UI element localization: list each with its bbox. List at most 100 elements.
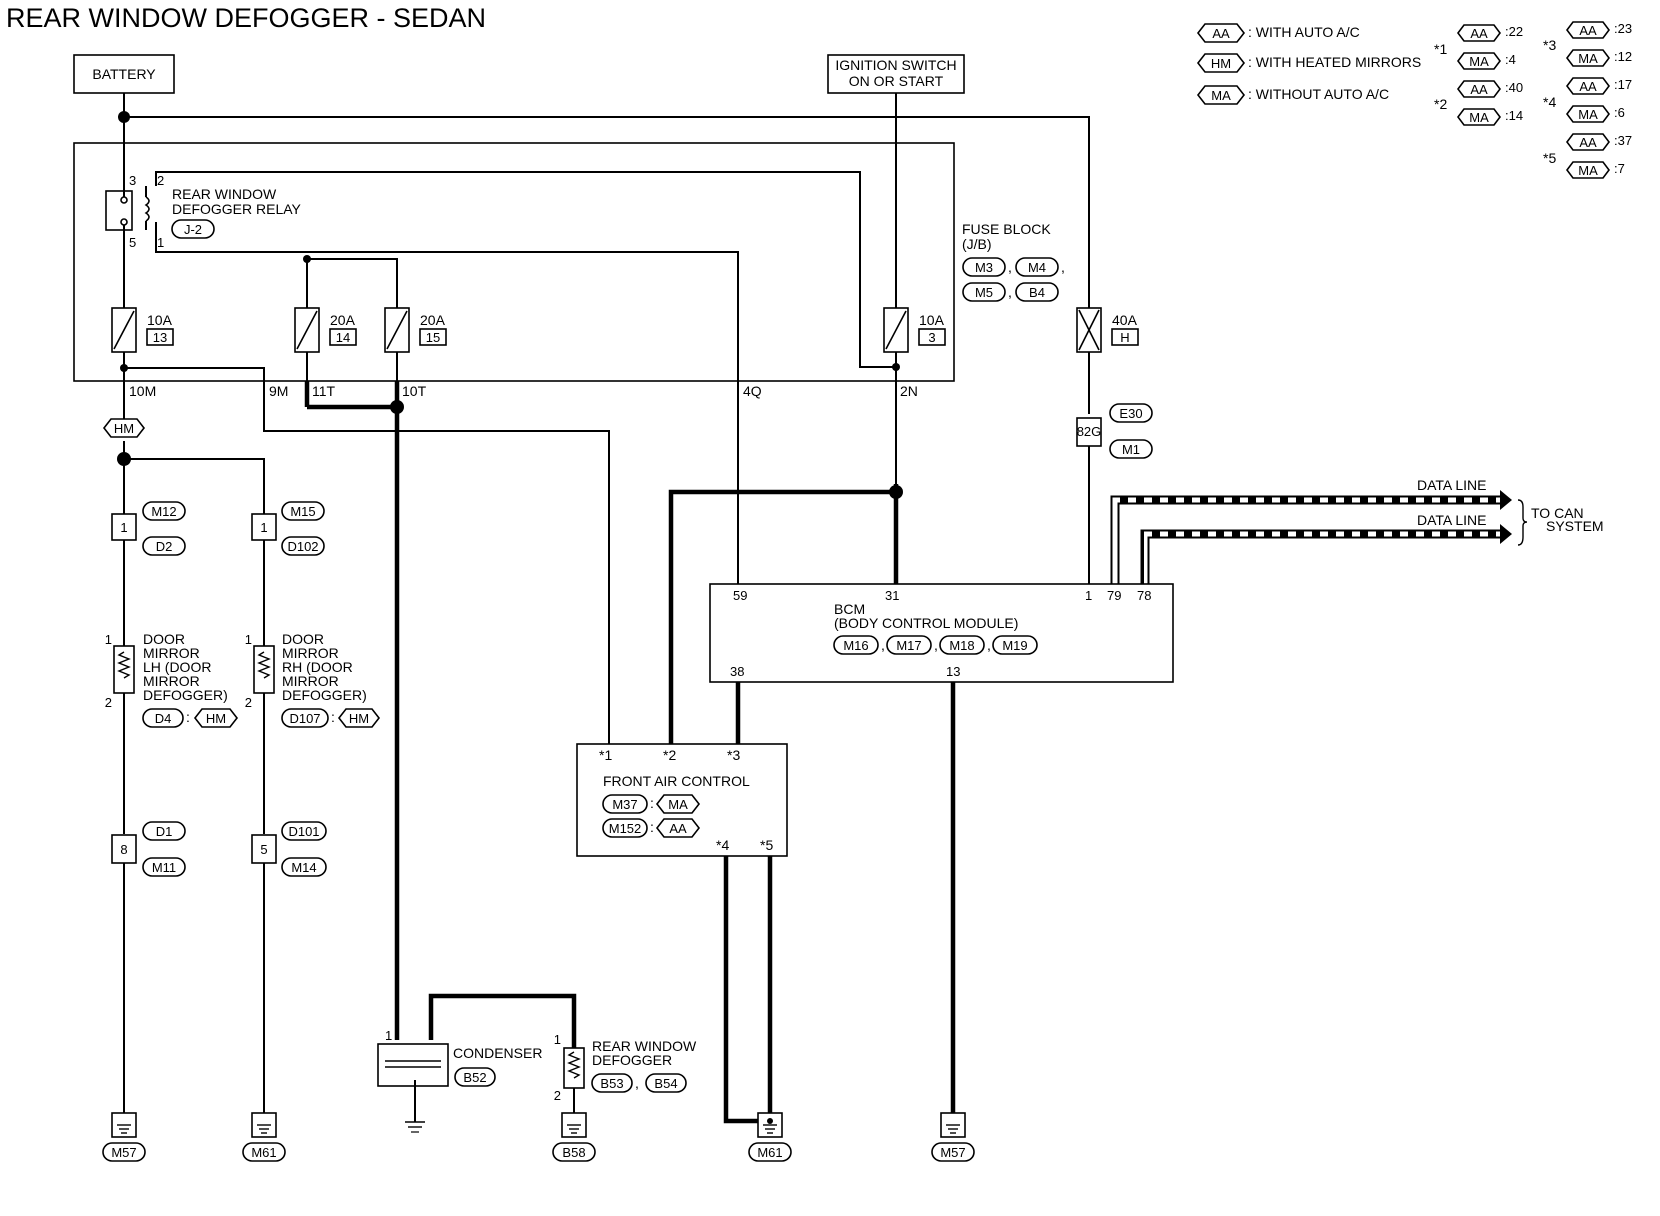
svg-text:59: 59 bbox=[733, 588, 747, 603]
svg-text:IGNITION SWITCH: IGNITION SWITCH bbox=[835, 57, 956, 73]
pin-notes: *1 AA :22 MA :4 *2 AA :40 MA :14 *3 AA :… bbox=[1434, 21, 1632, 179]
svg-text:78: 78 bbox=[1137, 588, 1151, 603]
svg-text:13: 13 bbox=[153, 330, 167, 345]
svg-text:11T: 11T bbox=[312, 383, 336, 399]
svg-text:5: 5 bbox=[129, 235, 136, 250]
svg-text:,: , bbox=[635, 1075, 639, 1091]
svg-text:MIRROR: MIRROR bbox=[143, 673, 200, 689]
svg-text:10T: 10T bbox=[402, 383, 427, 399]
svg-text::: : bbox=[186, 709, 190, 725]
svg-text:M4: M4 bbox=[1028, 260, 1046, 275]
ground-m57-left: M57 bbox=[102, 1112, 146, 1162]
svg-text:,: , bbox=[1061, 259, 1065, 275]
front-air-control: *1 *2 *3 FRONT AIR CONTROL M37 : MA M152… bbox=[576, 743, 788, 857]
svg-text:AA: AA bbox=[1470, 26, 1488, 41]
svg-text:AA: AA bbox=[1212, 26, 1230, 41]
svg-text::12: :12 bbox=[1614, 49, 1632, 64]
svg-text:1: 1 bbox=[1085, 588, 1092, 603]
svg-text:M152: M152 bbox=[609, 821, 642, 836]
svg-text:2: 2 bbox=[554, 1088, 561, 1103]
fuse-block-outline bbox=[73, 142, 955, 382]
connector-m12-d2: 1 M12 D2 bbox=[111, 501, 186, 556]
svg-text:B58: B58 bbox=[562, 1145, 585, 1160]
svg-text:BATTERY: BATTERY bbox=[92, 66, 156, 82]
svg-text:M57: M57 bbox=[111, 1145, 136, 1160]
svg-text:ON OR START: ON OR START bbox=[849, 73, 944, 89]
svg-text:DEFOGGER RELAY: DEFOGGER RELAY bbox=[172, 201, 302, 217]
svg-text:20A: 20A bbox=[330, 312, 356, 328]
rear-window-defogger-relay: 3 2 5 1 REAR WINDOW DEFOGGER RELAY J-2 bbox=[105, 173, 302, 250]
svg-text::37: :37 bbox=[1614, 133, 1632, 148]
svg-text:40A: 40A bbox=[1112, 312, 1138, 328]
connector-d1-m11: 8 D1 M11 bbox=[111, 821, 186, 877]
svg-text:J-2: J-2 bbox=[184, 222, 202, 237]
svg-text:,: , bbox=[1008, 284, 1012, 300]
svg-text:: WITH AUTO A/C: : WITH AUTO A/C bbox=[1248, 24, 1360, 40]
svg-text:1: 1 bbox=[260, 520, 267, 535]
svg-text:: WITHOUT AUTO A/C: : WITHOUT AUTO A/C bbox=[1248, 86, 1389, 102]
svg-text::23: :23 bbox=[1614, 21, 1632, 36]
svg-text:M1: M1 bbox=[1122, 442, 1140, 457]
svg-text:DOOR: DOOR bbox=[143, 631, 185, 647]
connector-d101-m14: 5 D101 M14 bbox=[251, 821, 327, 877]
svg-text:HM: HM bbox=[1211, 56, 1231, 71]
svg-text:M37: M37 bbox=[612, 797, 637, 812]
svg-text:MIRROR: MIRROR bbox=[282, 645, 339, 661]
svg-text:AA: AA bbox=[1579, 79, 1597, 94]
data-lines: DATA LINE DATA LINE TO CAN SYSTEM bbox=[1110, 477, 1604, 584]
svg-text:M3: M3 bbox=[975, 260, 993, 275]
connector-82g: 82G E30 M1 bbox=[1076, 403, 1153, 459]
svg-text:*3: *3 bbox=[727, 747, 740, 763]
svg-text:1: 1 bbox=[554, 1032, 561, 1047]
connector-m15-d102: 1 M15 D102 bbox=[251, 501, 325, 556]
fuse-block-label: FUSE BLOCK (J/B) M3 , M4 , M5 , B4 bbox=[962, 221, 1065, 302]
svg-text:MA: MA bbox=[1211, 88, 1231, 103]
svg-text:*4: *4 bbox=[1543, 94, 1556, 110]
svg-text:HM: HM bbox=[349, 711, 369, 726]
fusible-link-h: 40A H bbox=[1076, 307, 1139, 353]
svg-text:HM: HM bbox=[206, 711, 226, 726]
svg-text::14: :14 bbox=[1505, 108, 1523, 123]
svg-text:,: , bbox=[1008, 259, 1012, 275]
door-mirror-rh-defogger: 1 2 DOOR MIRROR RH (DOOR MIRROR DEFOGGER… bbox=[245, 631, 381, 728]
svg-text:B54: B54 bbox=[654, 1076, 677, 1091]
svg-text:B52: B52 bbox=[463, 1070, 486, 1085]
svg-text:*3: *3 bbox=[1543, 37, 1556, 53]
wires-thin bbox=[123, 93, 1090, 1122]
svg-text:REAR WINDOW: REAR WINDOW bbox=[592, 1038, 697, 1054]
svg-text:15: 15 bbox=[426, 330, 440, 345]
svg-text:MIRROR: MIRROR bbox=[282, 673, 339, 689]
svg-text:M15: M15 bbox=[290, 504, 315, 519]
splice-dots bbox=[117, 111, 903, 499]
svg-text:: WITH HEATED MIRRORS: : WITH HEATED MIRRORS bbox=[1248, 54, 1421, 70]
condenser: 1 CONDENSER B52 bbox=[377, 1028, 542, 1133]
svg-text:1: 1 bbox=[385, 1028, 392, 1043]
ground-m57-right: M57 bbox=[931, 1112, 975, 1162]
svg-text:1: 1 bbox=[157, 235, 164, 250]
svg-text:BCM: BCM bbox=[834, 601, 865, 617]
svg-text:DATA LINE: DATA LINE bbox=[1417, 512, 1487, 528]
svg-text::17: :17 bbox=[1614, 77, 1632, 92]
svg-text:,: , bbox=[987, 637, 991, 653]
svg-text:,: , bbox=[934, 637, 938, 653]
svg-text:MA: MA bbox=[1469, 110, 1489, 125]
battery-box: BATTERY bbox=[73, 54, 175, 94]
svg-text:1: 1 bbox=[120, 520, 127, 535]
svg-text:1: 1 bbox=[105, 632, 112, 647]
svg-text:*5: *5 bbox=[760, 837, 773, 853]
svg-text:*4: *4 bbox=[716, 837, 729, 853]
svg-text:10A: 10A bbox=[147, 312, 173, 328]
door-mirror-lh-defogger: 1 2 DOOR MIRROR LH (DOOR MIRROR DEFOGGER… bbox=[105, 631, 239, 728]
svg-text:M11: M11 bbox=[152, 860, 176, 875]
rear-window-defogger: 1 2 REAR WINDOW DEFOGGER B53 , B54 bbox=[554, 1032, 697, 1103]
svg-text:*5: *5 bbox=[1543, 150, 1556, 166]
svg-text::40: :40 bbox=[1505, 80, 1523, 95]
wires-thick bbox=[304, 381, 956, 1124]
svg-text:TO CAN: TO CAN bbox=[1531, 505, 1584, 521]
svg-text:HM: HM bbox=[114, 421, 134, 436]
ground-m61-right: M61 bbox=[748, 1112, 792, 1162]
svg-text::: : bbox=[331, 709, 335, 725]
fuse-13: 10A 13 bbox=[111, 307, 174, 353]
svg-text:AA: AA bbox=[669, 821, 687, 836]
